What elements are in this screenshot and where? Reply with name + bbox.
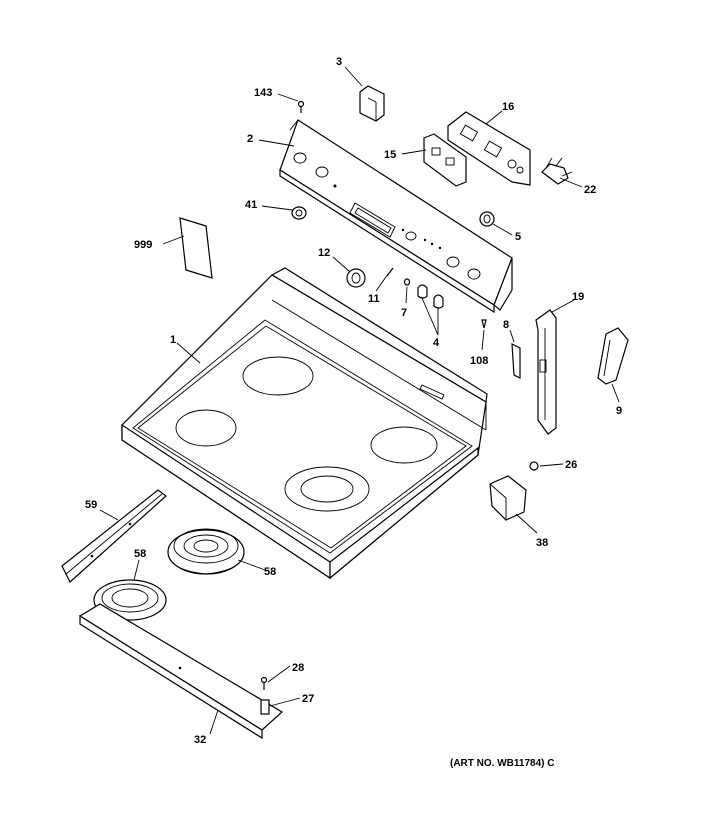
label-38: 38 xyxy=(536,537,548,549)
part-16-control-board xyxy=(447,111,531,186)
part-19-side-bracket xyxy=(535,309,557,435)
part-28-screw xyxy=(260,676,268,690)
part-38-terminal-block xyxy=(489,475,527,521)
label-108: 108 xyxy=(470,355,488,367)
label-28: 28 xyxy=(292,662,304,674)
label-19: 19 xyxy=(572,291,584,303)
label-22: 22 xyxy=(584,184,596,196)
part-7-spring xyxy=(403,278,411,286)
label-2: 2 xyxy=(247,133,253,145)
label-12: 12 xyxy=(318,247,330,259)
label-27: 27 xyxy=(302,693,314,705)
art-number: (ART NO. WB11784) C xyxy=(450,758,555,769)
label-7: 7 xyxy=(401,307,407,319)
part-12-knob xyxy=(346,268,366,288)
part-108-screw xyxy=(481,319,487,329)
label-41: 41 xyxy=(245,199,257,211)
part-26-nut xyxy=(529,461,539,471)
label-11: 11 xyxy=(368,293,380,305)
part-32-burner-support xyxy=(78,603,284,740)
cooktop-assembly xyxy=(121,267,488,580)
part-58-burner-element-right xyxy=(167,528,245,575)
label-8: 8 xyxy=(503,319,509,331)
part-3-switch-bracket xyxy=(359,85,385,122)
part-41-knob xyxy=(291,206,307,220)
part-9-end-bracket xyxy=(597,327,629,385)
leader-lines xyxy=(99,66,620,735)
part-999-literature xyxy=(179,217,213,279)
part-labels: 3 143 16 2 15 22 41 5 999 12 11 7 4 108 … xyxy=(85,56,622,746)
part-8-bracket xyxy=(511,342,521,379)
label-16: 16 xyxy=(502,101,514,113)
part-58-burner-element-left xyxy=(93,579,167,621)
label-58-left: 58 xyxy=(134,548,146,560)
part-4-knobs xyxy=(417,284,444,309)
label-999: 999 xyxy=(134,239,152,251)
label-143: 143 xyxy=(254,87,272,99)
control-panel xyxy=(279,119,513,314)
part-15-keypad xyxy=(423,133,467,187)
label-5: 5 xyxy=(515,231,521,243)
label-9: 9 xyxy=(616,405,622,417)
label-1: 1 xyxy=(170,334,176,346)
label-26: 26 xyxy=(565,459,577,471)
part-27-terminal xyxy=(260,699,270,715)
label-4: 4 xyxy=(433,337,440,349)
part-59-rail xyxy=(61,489,167,583)
label-3: 3 xyxy=(336,56,342,68)
label-32: 32 xyxy=(194,734,206,746)
label-58-right: 58 xyxy=(264,566,276,578)
part-5-knob xyxy=(479,211,495,227)
label-15: 15 xyxy=(384,149,396,161)
part-143-screw xyxy=(297,100,305,113)
label-59: 59 xyxy=(85,499,97,511)
part-22-wire-harness xyxy=(541,157,573,185)
